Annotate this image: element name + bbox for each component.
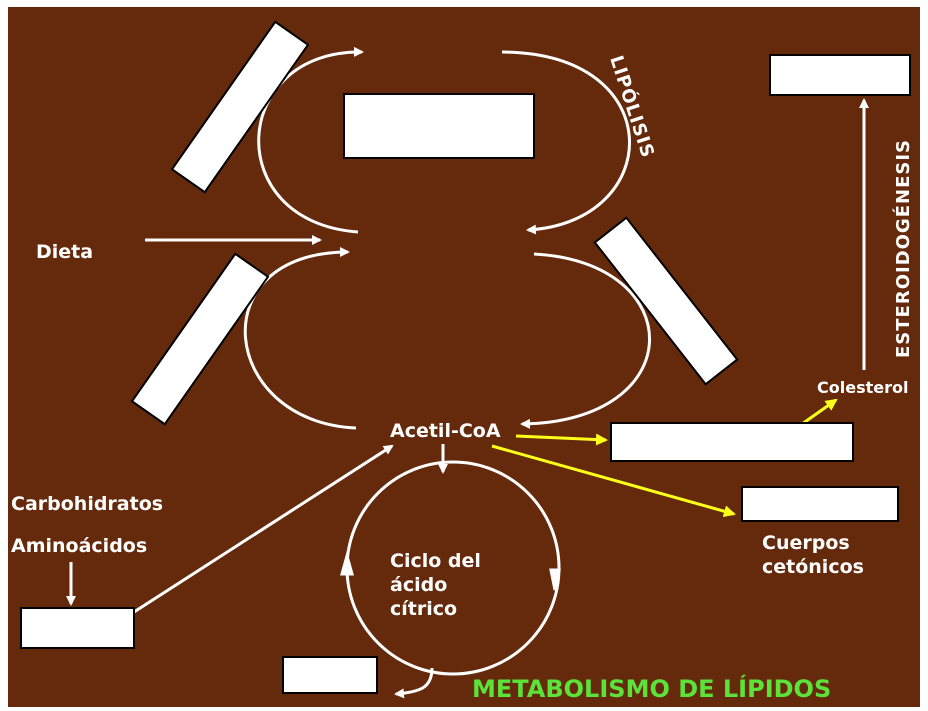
cycle-arrow-right (549, 568, 561, 591)
diagram-canvas: Dieta LIPÓLISIS ESTEROIDOGÉNESIS Coleste… (8, 7, 920, 707)
blank-box-top-right (769, 54, 911, 96)
label-ciclo-line2: ácido (390, 574, 447, 596)
label-cuerpos-line1: Cuerpos (762, 532, 850, 554)
label-dieta: Dieta (36, 241, 93, 263)
metabolism-diagram: Dieta LIPÓLISIS ESTEROIDOGÉNESIS Coleste… (8, 7, 920, 707)
arrow-yellow-to-colesterol (801, 398, 838, 426)
blank-box-cuerpos (741, 486, 899, 522)
blank-box-top-center (343, 93, 535, 159)
blank-box-bottom-center (282, 656, 378, 694)
blank-box-rotated-upper-left (170, 20, 310, 194)
cycle-arrow-left (340, 550, 354, 576)
label-aminoacidos: Aminoácidos (11, 535, 147, 557)
label-ciclo-line3: cítrico (390, 598, 457, 620)
blank-box-rotated-right (593, 216, 739, 386)
page-title: METABOLISMO DE LÍPIDOS (472, 674, 831, 703)
label-acetil-coa: Acetil-CoA (390, 420, 501, 442)
blank-box-rotated-lower-left (130, 252, 270, 426)
label-esteroidogenesis: ESTEROIDOGÉNESIS (892, 139, 914, 358)
arrow-upper-left-arc (257, 46, 364, 234)
arrow-lower-left-arc (243, 247, 357, 430)
blank-box-mid-right (610, 422, 854, 462)
arrow-lower-right-arc (520, 252, 651, 429)
arrow-yellow-to-cuerpos (491, 444, 736, 518)
label-ciclo-line1: Ciclo del (390, 550, 481, 572)
label-carbohidratos: Carbohidratos (11, 493, 163, 515)
blank-box-bottom-left (20, 607, 135, 649)
arrow-yellow-to-box (515, 433, 608, 446)
label-colesterol: Colesterol (817, 378, 908, 397)
label-cuerpos-line2: cetónicos (762, 556, 864, 578)
arrow-upper-right-arc (501, 50, 631, 235)
arrow-cycle-exit (394, 667, 434, 699)
arrow-box-to-acetil (133, 444, 394, 614)
